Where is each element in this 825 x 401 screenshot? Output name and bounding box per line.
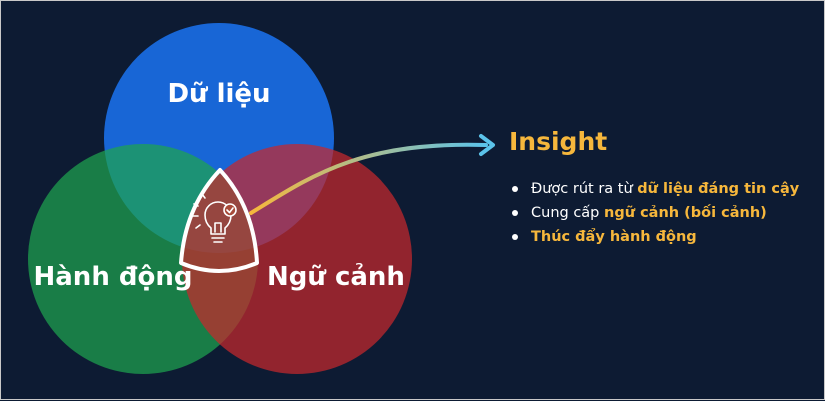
list-item: Cung cấp ngữ cảnh (bối cảnh) xyxy=(509,201,819,225)
list-item: Được rút ra từ dữ liệu đáng tin cậy xyxy=(509,177,819,201)
insight-panel: Insight Được rút ra từ dữ liệu đáng tin … xyxy=(509,127,819,249)
circle-context xyxy=(182,144,412,374)
insight-title: Insight xyxy=(509,127,608,156)
lightbulb-check-icon xyxy=(192,193,237,243)
bullet-highlight: Thúc đẩy hành động xyxy=(531,229,697,245)
bullet-text: Cung cấp xyxy=(531,205,604,221)
label-data: Dữ liệu xyxy=(167,79,270,109)
connector-arrow-head xyxy=(479,134,495,156)
bullet-text: Được rút ra từ xyxy=(531,181,638,197)
label-context: Ngữ cảnh xyxy=(267,261,405,292)
label-action: Hành động xyxy=(34,262,193,292)
list-item: Thúc đẩy hành động xyxy=(509,225,819,249)
center-intersection xyxy=(179,168,259,273)
insight-bullet-list: Được rút ra từ dữ liệu đáng tin cậy Cung… xyxy=(509,177,819,249)
bullet-highlight: ngữ cảnh (bối cảnh) xyxy=(604,205,767,221)
bullet-highlight: dữ liệu đáng tin cậy xyxy=(637,181,800,197)
connector-arrow-line xyxy=(249,142,488,215)
